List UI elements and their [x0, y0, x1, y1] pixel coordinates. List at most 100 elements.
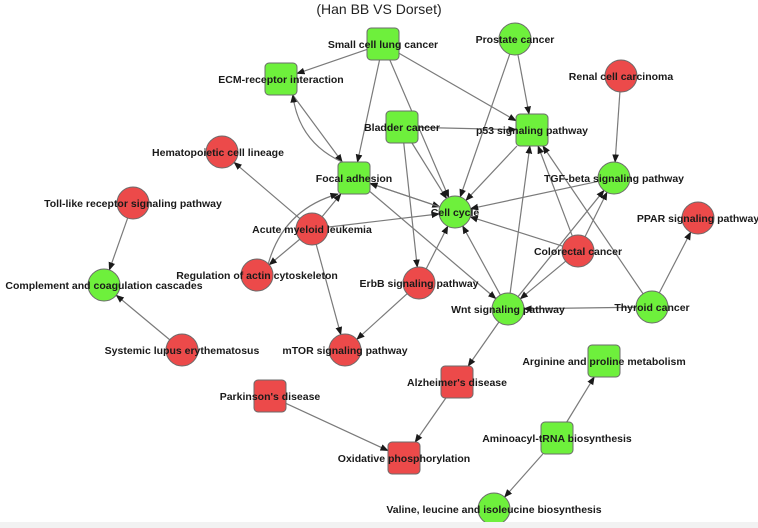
- node-aminoacyl[interactable]: Aminoacyl-tRNA biosynthesis: [482, 421, 632, 455]
- node-hema[interactable]: Hematopoietic cell lineage: [152, 135, 284, 169]
- circle-node-shape[interactable]: [438, 195, 472, 229]
- node-label: Complement and coagulation cascades: [5, 280, 202, 292]
- node-label: Systemic lupus erythematosus: [105, 345, 260, 357]
- edge-thyroid-to-ppar: [658, 231, 692, 294]
- node-valine[interactable]: Valine, leucine and isoleucine biosynthe…: [386, 492, 602, 526]
- node-aml[interactable]: Acute myeloid leukemia: [252, 212, 372, 246]
- circle-node-shape[interactable]: [491, 292, 525, 326]
- square-node-shape[interactable]: [540, 421, 574, 455]
- edge-wnt-to-tgf: [517, 189, 605, 297]
- node-prostate[interactable]: Prostate cancer: [476, 22, 555, 56]
- circle-node-shape[interactable]: [165, 333, 199, 367]
- edge-aml-to-actin: [268, 238, 301, 266]
- edge-prostate-to-p53: [517, 54, 531, 115]
- node-sle[interactable]: Systemic lupus erythematosus: [105, 333, 260, 367]
- edge-thyroid-to-wnt: [523, 305, 637, 313]
- circle-node-shape[interactable]: [295, 212, 329, 246]
- node-label: Thyroid cancer: [614, 302, 689, 314]
- edge-aminoacyl-to-valine: [504, 453, 544, 498]
- edge-wnt-to-cellcycle: [462, 225, 501, 296]
- node-p53[interactable]: p53 signaling pathway: [476, 113, 588, 147]
- edge-renal-to-tgf: [612, 91, 621, 163]
- bottom-strip: [0, 522, 758, 528]
- node-label: Toll-like receptor signaling pathway: [44, 198, 222, 210]
- square-node-shape[interactable]: [366, 27, 400, 61]
- node-wnt[interactable]: Wnt signaling pathway: [451, 292, 565, 326]
- node-label: TGF-beta signaling pathway: [544, 173, 684, 185]
- edge-focal-to-wnt: [369, 191, 497, 300]
- node-parkinson[interactable]: Parkinson's disease: [220, 379, 321, 413]
- node-alzheimer[interactable]: Alzheimer's disease: [407, 365, 507, 399]
- circle-node-shape[interactable]: [635, 290, 669, 324]
- node-cellcycle[interactable]: Cell cycle: [431, 195, 480, 229]
- circle-node-shape[interactable]: [597, 161, 631, 195]
- square-node-shape[interactable]: [387, 441, 421, 475]
- circle-node-shape[interactable]: [116, 186, 150, 220]
- node-complement[interactable]: Complement and coagulation cascades: [5, 268, 203, 302]
- square-node-shape[interactable]: [337, 161, 371, 195]
- edge-bladder-to-cellcycle: [411, 142, 448, 200]
- node-colorectal[interactable]: Colorectal cancer: [534, 234, 622, 268]
- edge-aml-to-hema: [233, 161, 301, 220]
- node-label: mTOR signaling pathway: [282, 345, 407, 357]
- square-node-shape[interactable]: [440, 365, 474, 399]
- edge-sclc-to-ecm: [296, 48, 368, 75]
- node-label: Aminoacyl-tRNA biosynthesis: [482, 433, 632, 445]
- edge-sclc-to-focal: [355, 59, 381, 163]
- node-label: Regulation of actin cytoskeleton: [176, 270, 338, 282]
- square-node-shape[interactable]: [515, 113, 549, 147]
- graph-title: (Han BB VS Dorset): [316, 1, 442, 17]
- square-node-shape[interactable]: [253, 379, 287, 413]
- node-sclc[interactable]: Small cell lung cancer: [328, 27, 438, 61]
- node-label: Arginine and proline metabolism: [522, 356, 685, 368]
- square-node-shape[interactable]: [587, 344, 621, 378]
- edge-colorectal-to-p53: [537, 145, 573, 237]
- node-tgf[interactable]: TGF-beta signaling pathway: [544, 161, 684, 195]
- node-arginine[interactable]: Arginine and proline metabolism: [522, 344, 686, 378]
- node-ecm[interactable]: ECM-receptor interaction: [218, 62, 344, 96]
- square-node-shape[interactable]: [385, 110, 419, 144]
- node-erbb[interactable]: ErbB signaling pathway: [359, 266, 479, 300]
- circle-node-shape[interactable]: [498, 22, 532, 56]
- node-renal[interactable]: Renal cell carcinoma: [569, 59, 674, 93]
- circle-node-shape[interactable]: [205, 135, 239, 169]
- circle-node-shape[interactable]: [328, 333, 362, 367]
- node-bladder[interactable]: Bladder cancer: [364, 110, 440, 144]
- node-oxphos[interactable]: Oxidative phosphorylation: [338, 441, 470, 475]
- node-focal[interactable]: Focal adhesion: [316, 161, 392, 195]
- edge-sle-to-complement: [115, 294, 171, 341]
- square-node-shape[interactable]: [264, 62, 298, 96]
- node-ppar[interactable]: PPAR signaling pathway: [637, 201, 758, 235]
- node-label: Wnt signaling pathway: [451, 304, 565, 316]
- edge-aminoacyl-to-arginine: [566, 376, 595, 423]
- edge-focal-to-ecm: [290, 94, 343, 163]
- circle-node-shape[interactable]: [87, 268, 121, 302]
- node-layer: Small cell lung cancer Prostate cancerECM…: [5, 22, 758, 526]
- node-label: p53 signaling pathway: [476, 125, 588, 137]
- node-toll[interactable]: Toll-like receptor signaling pathway: [44, 186, 222, 220]
- node-label: Hematopoietic cell lineage: [152, 147, 284, 159]
- node-label: Cell cycle: [431, 207, 480, 219]
- circle-node-shape[interactable]: [240, 258, 274, 292]
- circle-node-shape[interactable]: [402, 266, 436, 300]
- node-label: Oxidative phosphorylation: [338, 453, 470, 465]
- node-label: Small cell lung cancer: [328, 39, 438, 51]
- node-label: Valine, leucine and isoleucine biosynthe…: [386, 504, 601, 516]
- node-label: Renal cell carcinoma: [569, 71, 674, 83]
- node-actin[interactable]: Regulation of actin cytoskeleton: [176, 258, 338, 292]
- edge-cellcycle-to-focal: [369, 182, 441, 208]
- edge-aml-to-mtor: [315, 244, 343, 336]
- circle-node-shape[interactable]: [604, 59, 638, 93]
- node-thyroid[interactable]: Thyroid cancer: [614, 290, 690, 324]
- edge-actin-to-focal: [267, 192, 339, 264]
- node-label: Parkinson's disease: [220, 391, 321, 403]
- edge-prostate-to-cellcycle: [459, 53, 511, 198]
- circle-node-shape[interactable]: [681, 201, 715, 235]
- edge-bladder-to-erbb: [403, 142, 420, 268]
- node-label: ECM-receptor interaction: [218, 74, 343, 86]
- circle-node-shape[interactable]: [561, 234, 595, 268]
- node-mtor[interactable]: mTOR signaling pathway: [282, 333, 408, 367]
- node-label: ErbB signaling pathway: [359, 278, 478, 290]
- edge-p53-to-cellcycle: [465, 145, 518, 201]
